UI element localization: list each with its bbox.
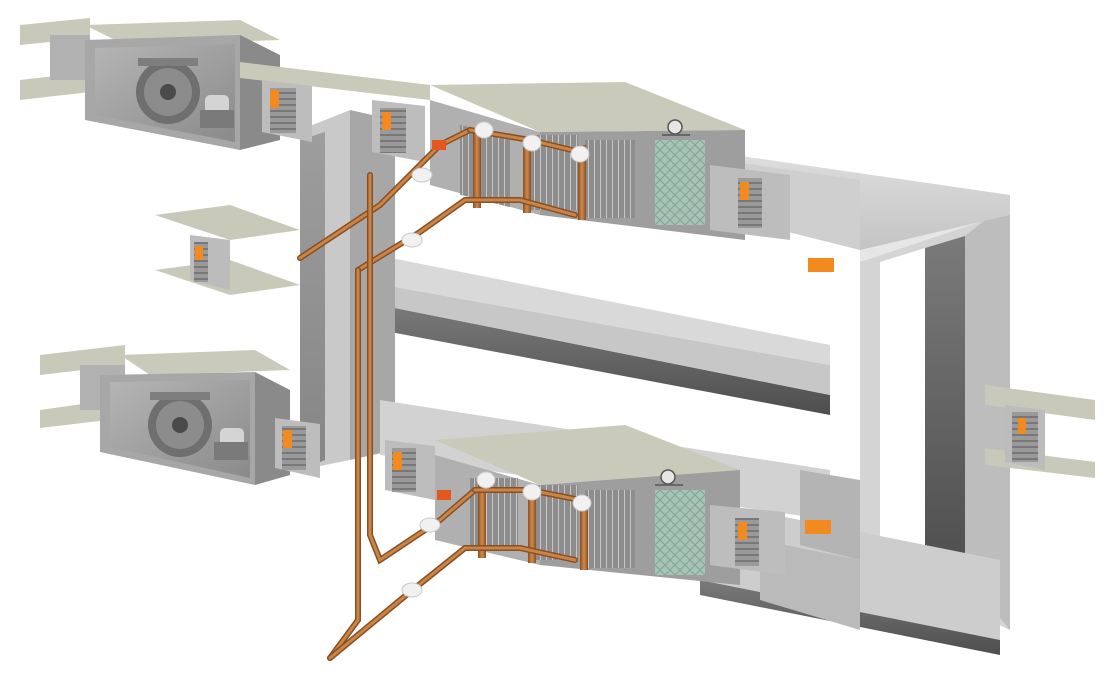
damper-actuator-icon xyxy=(393,452,402,470)
right-outlet-duct xyxy=(985,385,1095,478)
pipe-insulation xyxy=(401,121,592,598)
filter-icon xyxy=(655,140,705,225)
lower-air-handler-row xyxy=(40,345,831,585)
pressure-gauge-icon xyxy=(667,119,683,135)
coil-section-upper xyxy=(430,82,745,240)
damper-actuator-icon xyxy=(1018,418,1026,434)
damper-section-lower-2 xyxy=(385,440,435,500)
left-riser-ducts xyxy=(300,110,395,470)
middle-horizontal-duct xyxy=(300,240,830,415)
damper-section-lower-3 xyxy=(710,505,785,575)
damper-section-upper-3 xyxy=(710,165,790,240)
damper-actuator-icon xyxy=(808,258,834,272)
motor-icon xyxy=(220,428,244,446)
damper-actuator-icon xyxy=(382,112,391,130)
valve-actuator-icon xyxy=(432,140,446,150)
damper-section-upper-1 xyxy=(262,80,312,142)
left-inlet-ducts xyxy=(155,205,300,295)
damper-actuator-icon xyxy=(738,522,747,540)
right-riser-duct xyxy=(860,200,1010,630)
valve-actuator-icon xyxy=(437,490,451,500)
damper-actuator-icon xyxy=(805,520,831,534)
upper-air-handler-row xyxy=(20,18,834,272)
damper-actuator-icon xyxy=(740,182,749,200)
damper-actuator-icon xyxy=(195,246,203,260)
damper-actuator-icon xyxy=(270,90,279,108)
damper-section-upper-2 xyxy=(372,100,425,162)
damper-actuator-icon xyxy=(283,430,292,448)
pressure-gauge-icon xyxy=(660,469,676,485)
coil-section-lower xyxy=(435,425,740,585)
damper-section-lower-1 xyxy=(275,418,320,478)
fan-unit-upper xyxy=(85,20,280,150)
fan-unit-lower xyxy=(100,350,290,485)
copper-piping xyxy=(297,121,592,661)
filter-icon xyxy=(655,490,705,575)
motor-icon xyxy=(205,95,229,113)
